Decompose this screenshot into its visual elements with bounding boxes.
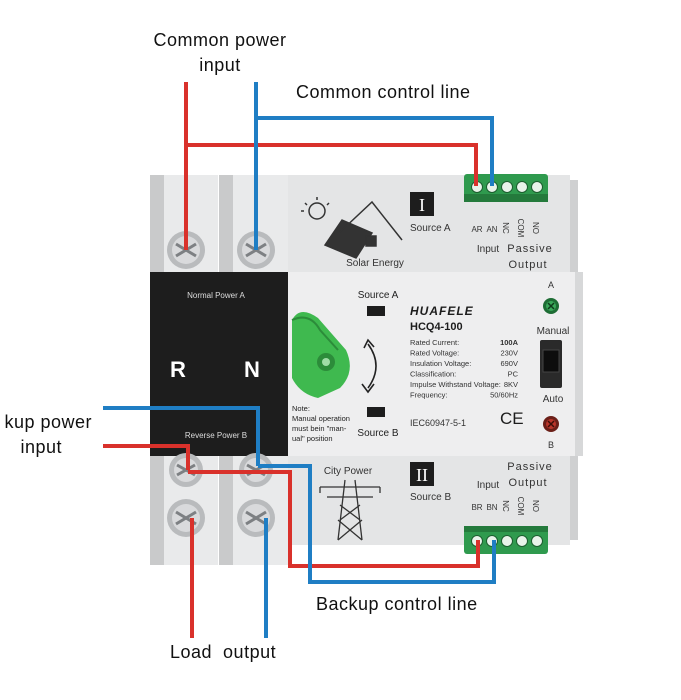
switch-source-a-label: Source A (358, 290, 399, 301)
numeral-box-top (410, 192, 434, 216)
numeral-bottom: II (416, 465, 428, 485)
terminal-label: NO (531, 222, 540, 234)
spec-value: PC (508, 370, 519, 379)
bottom-passive-label: Passive (507, 461, 553, 473)
spec-value: 8KV (504, 380, 518, 389)
specs-table: Rated Current: 100A Rated Voltage: 230V Insu… (410, 338, 519, 400)
terminal-screw (516, 535, 528, 547)
normal-power-a-label: Normal Power A (187, 291, 245, 300)
spec-key: Rated Voltage: (410, 349, 459, 358)
backup-power-red-wire (103, 444, 190, 470)
common-control-red-wire (188, 143, 478, 186)
spec-value: 100A (500, 338, 519, 347)
terminal-screw (501, 181, 513, 193)
rotation-arrow-icon (361, 338, 377, 394)
r-label: R (170, 357, 186, 382)
switch-note: Note: Manual operation must bein "man- u… (292, 404, 350, 443)
backup-power-blue-wire (103, 406, 260, 466)
terminal-screw (501, 535, 513, 547)
spec-key: Rated Current: (410, 338, 459, 347)
reverse-power-b-label: Reverse Power B (185, 431, 247, 440)
terminal-label: AN (486, 225, 497, 234)
spec-value: 50/60Hz (490, 391, 518, 400)
common-power-line1: Common power (153, 30, 287, 50)
terminal-label: AR (471, 225, 482, 234)
solar-panel-icon (301, 197, 403, 259)
indicator-b-label: B (548, 440, 554, 450)
backup-control-line-label: Backup control line (316, 594, 478, 614)
bottom-terminal-screws (471, 535, 543, 547)
top-output-label: Output (508, 259, 547, 271)
terminal-label: BN (486, 503, 497, 512)
auto-label: Auto (543, 394, 564, 405)
wires-red (103, 82, 480, 638)
model-label: HCQ4-100 (410, 321, 463, 333)
terminal-label: COM (516, 219, 525, 238)
top-passive-label: Passive (507, 243, 553, 255)
spec-key: Impulse Withstand Voltage: (410, 380, 501, 389)
top-terminal-labels: AR AN NC COM NO (471, 219, 540, 238)
bottom-input-label: Input (477, 480, 499, 491)
indicator-b-icon (543, 416, 559, 432)
power-tower-icon (319, 479, 381, 541)
indicator-a-label: A (548, 280, 554, 290)
terminal-label: BR (471, 503, 482, 512)
manual-label: Manual (537, 326, 570, 337)
terminal-label: NC (501, 222, 510, 234)
device-body: I II (103, 82, 583, 638)
source-a-window (367, 306, 385, 316)
wires-blue (103, 82, 496, 638)
bottom-output-label: Output (508, 477, 547, 489)
backup-power-line2: input (20, 437, 62, 457)
backup-power-line1: kup power (4, 412, 92, 432)
top-input-label: Input (477, 244, 499, 255)
brand-logo: HUAFELE (410, 304, 474, 318)
switch-source-b-label: Source B (357, 428, 398, 439)
screw-bottom-n2 (237, 499, 275, 537)
n-label: N (244, 357, 260, 382)
terminal-screw (531, 181, 543, 193)
common-power-line2: input (199, 55, 241, 75)
terminal-screw (516, 181, 528, 193)
spec-value: 690V (500, 359, 518, 368)
screw-bottom-r2 (167, 499, 205, 537)
rotary-switch-handle[interactable] (291, 311, 350, 398)
solar-energy-label: Solar Energy (346, 258, 404, 269)
ce-mark-icon: CE (500, 409, 524, 428)
indicator-a-icon (543, 298, 559, 314)
terminal-screw (531, 535, 543, 547)
common-control-line-label: Common control line (296, 82, 471, 102)
bottom-terminal-labels: BR BN NC COM NO (471, 497, 540, 516)
city-power-label: City Power (324, 466, 373, 477)
spec-key: Classification: (410, 370, 456, 379)
bottom-source-label: Source B (410, 492, 451, 503)
numeral-box-bottom (410, 462, 434, 486)
common-power-input-label: Common power input (140, 28, 300, 78)
numeral-top: I (419, 195, 425, 215)
terminal-label: NO (531, 500, 540, 512)
terminal-label: NC (501, 500, 510, 512)
backup-control-red-wire (188, 470, 480, 568)
mode-switch-slider[interactable] (542, 349, 560, 373)
source-b-window (367, 407, 385, 417)
note-line-3: must bein "man- (292, 424, 347, 433)
note-line-1: Note: (292, 404, 310, 413)
backup-power-input-label: kup power input (0, 410, 92, 460)
note-line-4: ual" position (292, 434, 333, 443)
spec-key: Frequency: (410, 391, 448, 400)
top-source-label: Source A (410, 223, 451, 234)
black-block (150, 272, 288, 456)
spec-value: 230V (500, 349, 518, 358)
ce-mark: CE (500, 409, 524, 428)
common-control-blue-wire (258, 116, 494, 186)
load-output-label: Load output (170, 642, 277, 662)
spec-key: Insulation Voltage: (410, 359, 471, 368)
standard-label: IEC60947-5-1 (410, 418, 466, 428)
terminal-label: COM (516, 497, 525, 516)
note-line-2: Manual operation (292, 414, 350, 423)
backup-control-blue-wire (258, 464, 496, 584)
